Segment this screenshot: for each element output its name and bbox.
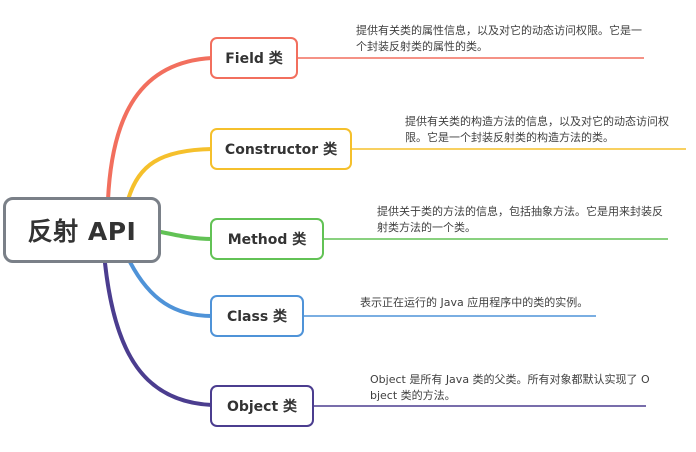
description-object: Object 是所有 Java 类的父类。所有对象都默认实现了 Object 类…: [370, 373, 650, 402]
description-field: 提供有关类的属性信息，以及对它的动态访问权限。它是一个封装反射类的属性的类。: [356, 24, 642, 53]
root-node: 反射 API: [3, 197, 161, 263]
description-class: 表示正在运行的 Java 应用程序中的类的实例。: [360, 296, 589, 309]
description-method: 提供关于类的方法的信息，包括抽象方法。它是用来封装反射类方法的一个类。: [377, 205, 663, 234]
node-class: Class 类: [210, 295, 304, 337]
connector-class: [128, 260, 214, 318]
connector-method: [159, 230, 214, 241]
node-object: Object 类: [210, 385, 314, 427]
connector-constructor: [126, 147, 214, 202]
connector-field: [106, 56, 214, 202]
node-method: Method 类: [210, 218, 324, 260]
description-constructor: 提供有关类的构造方法的信息，以及对它的动态访问权限。它是一个封装反射类的构造方法…: [405, 115, 669, 144]
node-constructor: Constructor 类: [210, 128, 352, 170]
connector-object: [103, 261, 214, 407]
node-field: Field 类: [210, 37, 298, 79]
